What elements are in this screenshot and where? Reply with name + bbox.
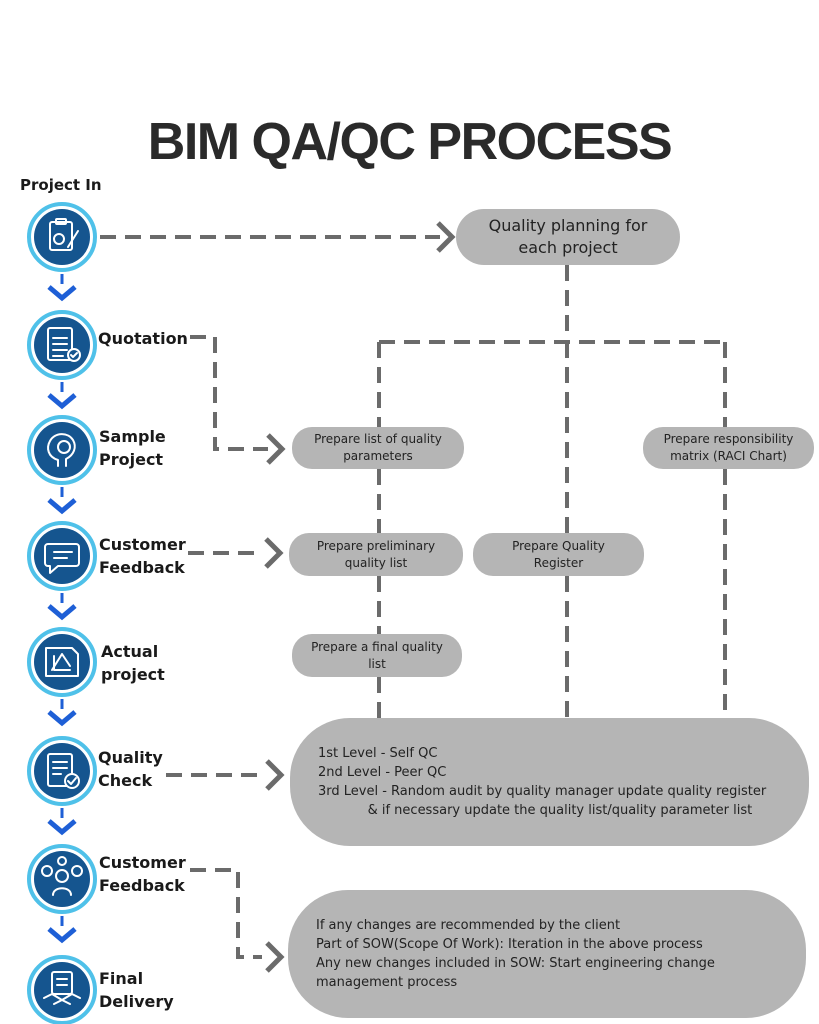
box-line: matrix (RACI Chart) <box>670 449 787 463</box>
box-line: & if necessary update the quality list/q… <box>318 803 753 818</box>
box-change-management: If any changes are recommended by the cl… <box>288 890 806 1018</box>
box-line: Prepare preliminary <box>316 538 436 553</box>
down-arrow-icon <box>47 487 77 515</box>
box-line: If any changes are recommended by the cl… <box>316 918 621 933</box>
connector-feedback-to-changes <box>190 868 262 959</box>
blueprint-icon <box>27 627 97 697</box>
box-line: Quality planning for <box>488 216 648 235</box>
step-label-line: Check <box>98 771 153 790</box>
box-responsibility-matrix: Prepare responsibility matrix (RACI Char… <box>643 427 814 469</box>
step-label-line: Delivery <box>99 992 174 1011</box>
down-arrow-icon <box>47 593 77 621</box>
connector-quotation-to-parameters <box>190 335 268 451</box>
box-quality-parameters: Prepare list of quality parameters <box>292 427 464 469</box>
box-line: 3rd Level - Random audit by quality mana… <box>318 784 767 799</box>
box-quality-register: Prepare Quality Register <box>473 533 644 576</box>
box-quality-planning: Quality planning for each project <box>456 209 680 265</box>
step-label-line: Project <box>99 450 164 469</box>
box-line: Any new changes included in SOW: Start e… <box>316 956 715 971</box>
step-label-line: Sample <box>99 427 166 446</box>
step-label-line: Feedback <box>99 558 185 577</box>
step-label: Actual project <box>101 640 165 686</box>
box-line: parameters <box>343 449 413 463</box>
arrow-head-icon <box>265 759 285 791</box>
clipboard-gear-icon <box>27 202 97 272</box>
step-label-line: Actual <box>101 642 159 661</box>
box-qc-levels: 1st Level - Self QC 2nd Level - Peer QC … <box>290 718 809 846</box>
box-line: Prepare responsibility <box>663 432 794 446</box>
chat-bubble-icon <box>27 521 97 591</box>
box-final-list: Prepare a final quality list <box>292 634 462 677</box>
feedback-people-icon <box>27 844 97 914</box>
box-line: Prepare list of quality <box>314 432 442 446</box>
invoice-calculator-icon <box>27 310 97 380</box>
arrow-head-icon <box>265 941 285 973</box>
step-label-line: Customer <box>99 535 186 554</box>
box-line: Part of SOW(Scope Of Work): Iteration in… <box>316 937 703 952</box>
box-line: management process <box>316 975 458 990</box>
page-title: BIM QA/QC PROCESS <box>147 113 673 171</box>
box-line: quality list <box>344 555 408 570</box>
down-arrow-icon <box>47 274 77 302</box>
down-arrow-icon <box>47 808 77 836</box>
arrow-head-icon <box>436 221 456 253</box>
handshake-document-icon <box>27 955 97 1024</box>
box-line: 1st Level - Self QC <box>318 746 438 761</box>
step-label: Quotation <box>98 327 188 350</box>
step-label-line: project <box>101 665 165 684</box>
checklist-icon <box>27 736 97 806</box>
box-line: Register <box>533 555 584 570</box>
arrow-head-icon <box>266 433 286 465</box>
step-label-line: Feedback <box>99 876 185 895</box>
down-arrow-icon <box>47 382 77 410</box>
step-label-line: Quality <box>98 748 163 767</box>
down-arrow-icon <box>47 699 77 727</box>
arrow-head-icon <box>264 537 284 569</box>
step-label-line: Customer <box>99 853 186 872</box>
box-line: 2nd Level - Peer QC <box>318 765 447 780</box>
step-label-line: Final <box>99 969 144 988</box>
box-preliminary-list: Prepare preliminary quality list <box>289 533 463 576</box>
box-line: Prepare a final quality <box>311 639 443 654</box>
box-line: list <box>368 656 386 671</box>
step-label-line: Quotation <box>98 329 188 348</box>
box-line: each project <box>518 238 618 257</box>
box-line: Prepare Quality <box>512 538 605 553</box>
down-arrow-icon <box>47 916 77 944</box>
start-label: Project In <box>20 176 102 194</box>
brain-gear-icon <box>27 415 97 485</box>
